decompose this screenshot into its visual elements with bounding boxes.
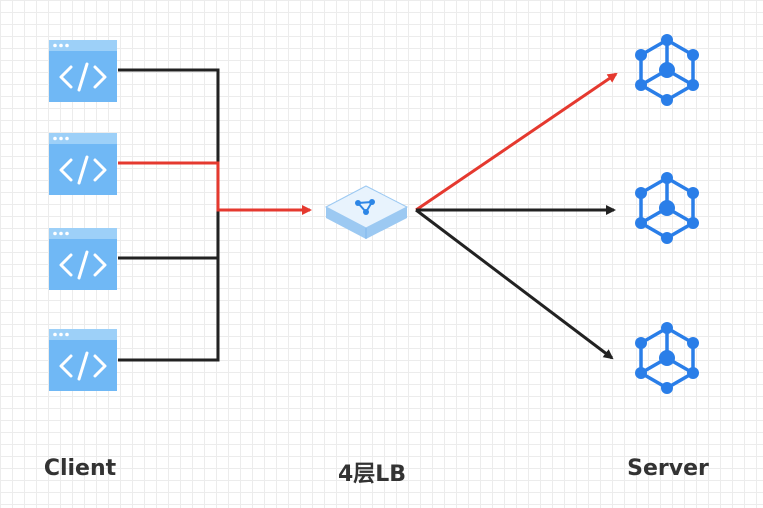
client-1-code-window-icon [47,38,119,104]
server-label: Server [627,456,709,481]
client-2-code-window-icon [47,131,119,197]
server-3-cube-icon [633,320,701,396]
lb-to-server-1-arrow [415,72,618,212]
load-balancer-icon [324,185,409,239]
active-client-to-lb-arrow [118,161,312,215]
client-3-code-window-icon [47,226,119,292]
server-2-cube-icon [633,170,701,246]
server-1-cube-icon [633,32,701,108]
client-label: Client [43,456,117,481]
lb-to-server-3-arrow [415,208,614,360]
server-connections [415,72,618,360]
client-bus-line [118,68,220,362]
client-4-code-window-icon [47,327,119,393]
load-balancer-label: 4层LB [337,462,407,487]
client-connections [118,68,312,362]
